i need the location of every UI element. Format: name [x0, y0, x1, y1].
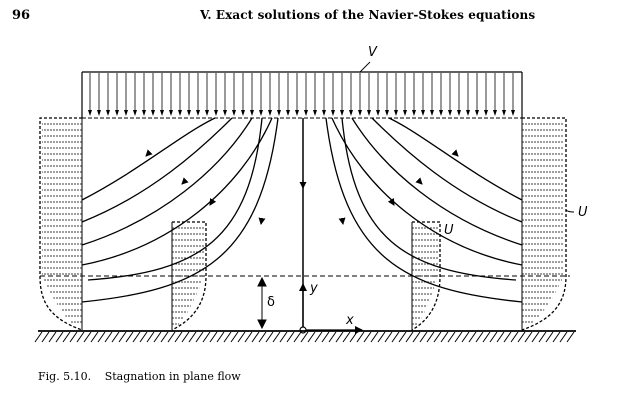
streamline-right-3 [351, 117, 523, 246]
outer-profile-left [39, 117, 83, 331]
inner-velocity-label: U [444, 223, 454, 238]
inner-profile-right [411, 221, 441, 331]
y-axis-label: y [309, 281, 318, 296]
streamline-right-inner [341, 117, 517, 281]
leader-lines [359, 61, 575, 213]
streamline-left-3 [81, 117, 253, 246]
inner-profile-left [171, 221, 207, 331]
inflow-velocity-profile [81, 71, 523, 119]
streamlines [81, 117, 523, 330]
page-number: 96 [12, 8, 31, 23]
streamline-right-1 [388, 117, 523, 201]
x-axis-label: x [345, 313, 354, 328]
inflow-arrows [88, 73, 515, 116]
streamline-left-inner [87, 117, 263, 281]
running-header: V. Exact solutions of the Navier-Stokes … [200, 8, 536, 22]
boundary-layer-thickness-dimension [257, 276, 267, 330]
caption-label: Fig. 5.10. [38, 370, 92, 383]
streamline-right-5 [325, 117, 523, 303]
figure-caption: Fig. 5.10. Stagnation in plane flow [38, 370, 241, 383]
boundary-layer-thickness-label: δ [267, 295, 275, 310]
streamline-arrows [145, 149, 459, 225]
streamline-left-2 [81, 117, 233, 223]
streamline-left-1 [81, 117, 216, 201]
caption-text: Stagnation in plane flow [104, 370, 241, 383]
inflow-velocity-label: V [368, 45, 378, 60]
outer-velocity-label: U [578, 205, 588, 220]
wall [34, 330, 576, 343]
streamline-left-5 [81, 117, 279, 303]
outer-profile-right [521, 117, 567, 331]
streamline-right-2 [371, 117, 523, 223]
